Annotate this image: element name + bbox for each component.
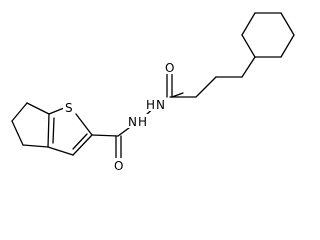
bond-chx-2 bbox=[241, 12, 256, 36]
bond-nh-carbonyl2 bbox=[171, 92, 184, 98]
nh2-n-atom-label: N bbox=[156, 98, 165, 112]
sulfur-atom-label: S bbox=[65, 101, 73, 115]
bond-carbonyl-nh bbox=[117, 127, 130, 137]
nh1-label-bg bbox=[128, 114, 148, 128]
bond-chx-1 bbox=[241, 34, 256, 58]
bond-cp-left bbox=[11, 120, 24, 146]
bond-cp-bottom bbox=[22, 144, 49, 148]
bond-cp-top bbox=[11, 102, 28, 122]
bond-s-c7a bbox=[48, 107, 65, 115]
oxygen-bottom-label-bg bbox=[113, 158, 125, 172]
bond-c2-s bbox=[75, 113, 93, 136]
bond-c3a-c3 bbox=[47, 146, 74, 156]
bond-c3-c2 bbox=[72, 134, 93, 156]
nh1-n-atom-label: N bbox=[128, 115, 137, 129]
nh1-h-atom-label: H bbox=[138, 115, 147, 129]
oxygen-bottom-atom-label: O bbox=[114, 159, 123, 173]
bond-c2-carbonyl bbox=[91, 134, 119, 137]
bond-chx-5 bbox=[280, 34, 295, 58]
bond-chain-2 bbox=[195, 76, 217, 98]
bond-thiophene-fusion-double bbox=[52, 117, 55, 144]
molecule-svg: S N H H N O O bbox=[11, 12, 295, 173]
bond-chain-to-ring bbox=[241, 56, 256, 78]
nh2-h-atom-label: H bbox=[146, 98, 155, 112]
bond-thiophene-fusion bbox=[47, 113, 50, 148]
oxygen-top-label-bg bbox=[164, 60, 176, 74]
nh2-label-bg bbox=[146, 97, 166, 111]
bond-cp-upper-right bbox=[26, 102, 50, 115]
molecule-structure-diagram: S N H H N O O bbox=[11, 12, 295, 173]
bond-c3-c2-double bbox=[72, 133, 88, 150]
bond-chx-4 bbox=[280, 12, 295, 36]
oxygen-top-atom-label: O bbox=[165, 61, 174, 75]
sulfur-label-bg bbox=[63, 100, 75, 114]
